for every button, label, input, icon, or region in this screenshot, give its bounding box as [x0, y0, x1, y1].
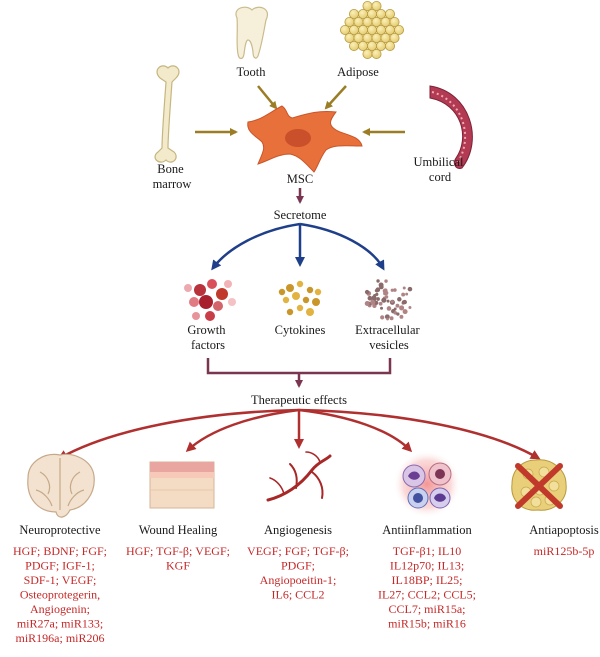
growth-factors-label: Growth factors [187, 323, 228, 352]
brain-icon [27, 453, 95, 518]
umbilical-cord-icon [429, 85, 473, 169]
molecule-line: Osteoprotegerin, [20, 588, 100, 602]
effect-title-antiapoptosis: Antiapoptosis [529, 523, 599, 537]
molecule-line: VEGF; FGF; TGF-β; [247, 544, 349, 558]
therapeutic-effects-label: Therapeutic effects [251, 393, 347, 407]
effect-molecules-wound-healing: HGF; TGF-β; VEGF;KGF [126, 544, 230, 573]
umbilical-cord-label: Umbilical cord [413, 155, 466, 184]
secretome-label: Secretome [274, 208, 327, 222]
molecule-line: HGF; BDNF; FGF; [13, 544, 107, 558]
msc-cell-icon [247, 105, 363, 173]
growth-factors-icon [184, 279, 236, 321]
molecule-line: HGF; TGF-β; VEGF; [126, 544, 230, 558]
molecule-line: Angiopoeitin-1; [260, 573, 337, 587]
tooth-icon [235, 6, 268, 60]
secretome-to-vesicles-arrow [299, 222, 385, 271]
effect-molecules-angiogenesis: VEGF; FGF; TGF-β;PDGF;Angiopoeitin-1;IL6… [247, 544, 349, 602]
bone-icon [154, 65, 180, 163]
effect-molecules-neuroprotective: HGF; BDNF; FGF;PDGF; IGF-1;SDF-1; VEGF;O… [13, 544, 107, 645]
molecule-line: CCL7; miR15a; [388, 602, 465, 616]
adipose-to-msc-arrow [324, 85, 347, 110]
molecule-line: IL6; CCL2 [272, 588, 325, 602]
adipose-label: Adipose [337, 65, 379, 79]
extracellular-vesicles-icon [364, 279, 413, 321]
molecule-line: miR196a; miR206 [15, 631, 104, 645]
bone-marrow-label: Bone marrow [153, 162, 192, 191]
cytokines-label: Cytokines [275, 323, 326, 337]
molecule-line: miR15b; miR16 [388, 617, 466, 631]
tooth-to-msc-arrow [257, 85, 278, 110]
molecule-line: PDGF; IGF-1; [25, 559, 95, 573]
msc-label: MSC [287, 172, 313, 186]
arrow-to-antiapoptosis [298, 408, 541, 460]
effect-title-antiinflammation: Antiinflammation [382, 523, 472, 537]
molecule-line: KGF [166, 559, 190, 573]
molecule-line: miR27a; miR133; [17, 617, 103, 631]
skin-icon [149, 461, 215, 509]
effect-title-neuroprotective: Neuroprotective [19, 523, 101, 537]
molecule-line: Angiogenin; [30, 602, 90, 616]
apoptosis-blocked-icon [511, 459, 567, 511]
tooth-label: Tooth [237, 65, 267, 79]
effect-molecules-antiapoptosis: miR125b-5p [534, 544, 595, 558]
molecule-line: SDF-1; VEGF; [24, 573, 97, 587]
molecule-line: IL18BP; IL25; [392, 573, 463, 587]
adipose-icon [339, 1, 404, 60]
molecule-line: PDGF; [281, 559, 315, 573]
molecule-line: TGF-β1; IL10 [393, 544, 461, 558]
molecule-line: IL12p70; IL13; [390, 559, 464, 573]
arrow-to-antiinflammation [298, 408, 413, 453]
arrow-to-wound-healing [185, 408, 300, 453]
secretome-to-growth-factors-arrow [211, 222, 301, 271]
extracellular-vesicles-label: Extracellular vesicles [355, 323, 423, 352]
cytokines-icon [278, 280, 322, 316]
arrow-to-neuroprotective [57, 408, 300, 460]
blood-vessel-icon [266, 451, 332, 502]
molecule-line: miR125b-5p [534, 544, 595, 558]
effect-title-angiogenesis: Angiogenesis [264, 523, 332, 537]
effect-title-wound-healing: Wound Healing [139, 523, 218, 537]
secretome-bracket [206, 358, 392, 375]
molecule-line: IL27; CCL2; CCL5; [378, 588, 476, 602]
immune-cells-icon [393, 450, 461, 518]
